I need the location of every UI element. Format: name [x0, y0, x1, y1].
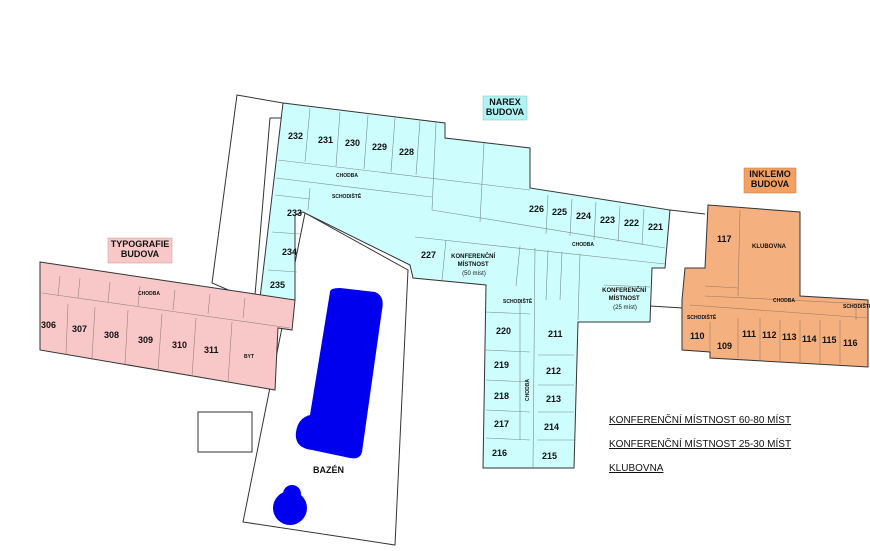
room-221: 221 — [648, 222, 663, 232]
inklemo-floor — [681, 204, 869, 368]
room-220: 220 — [496, 326, 511, 336]
pool-main — [295, 288, 383, 459]
klubovna-label: KLUBOVNA — [752, 244, 787, 250]
room-217: 217 — [494, 419, 509, 429]
room-230: 230 — [345, 138, 360, 148]
room-218: 218 — [494, 391, 509, 401]
corridor-label-inklemo: CHODBA — [773, 298, 795, 304]
room-112: 112 — [762, 330, 777, 340]
conference-room-50-line3: (50 míst) — [462, 271, 486, 277]
conference-room-25-line3: (25 míst) — [613, 305, 637, 311]
typografie-building — [39, 261, 296, 391]
room-224: 224 — [576, 211, 591, 221]
room-229: 229 — [372, 142, 387, 152]
conference-room-25: KONFERENČNÍ MÍSTNOST (25 míst) — [602, 286, 648, 311]
narex-building — [259, 102, 671, 469]
room-234: 234 — [282, 247, 297, 257]
room-235: 235 — [270, 280, 285, 290]
corridor-label-narex-top: CHODBA — [336, 173, 358, 179]
typografie-tag — [107, 237, 173, 264]
staircase-label-narex-low: SCHODIŠTĚ — [503, 297, 533, 305]
corridor-label-narex-mid: CHODBA — [572, 242, 594, 248]
room-214: 214 — [544, 422, 559, 432]
pool-small — [273, 491, 307, 525]
room-226: 226 — [529, 204, 544, 214]
legend-item-klubovna: KLUBOVNA — [609, 463, 664, 474]
inklemo-tag — [743, 167, 797, 194]
conference-room-25-line2: MÍSTNOST — [609, 294, 640, 302]
room-306: 306 — [41, 320, 56, 330]
room-225: 225 — [552, 207, 567, 217]
corridor-label-typografie: CHODBA — [138, 291, 160, 297]
room-111: 111 — [742, 329, 756, 339]
room-110: 110 — [690, 331, 705, 341]
room-222: 222 — [624, 218, 639, 228]
room-212: 212 — [546, 366, 561, 376]
room-215: 215 — [542, 451, 557, 461]
room-308: 308 — [104, 330, 119, 340]
pool — [273, 288, 383, 525]
conference-room-25-line1: KONFERENČNÍ — [602, 286, 646, 294]
room-211: 211 — [548, 329, 563, 339]
room-232: 232 — [288, 131, 303, 141]
typografie-floor — [39, 261, 296, 391]
pool-label: BAZÉN — [313, 465, 344, 475]
room-307: 307 — [72, 324, 87, 334]
room-227: 227 — [421, 250, 436, 260]
room-109: 109 — [717, 341, 732, 351]
typografie-rooms: CHODBA 306 307 308 309 310 311 BYT — [41, 291, 254, 360]
staircase-label-narex-top: SCHODIŠTĚ — [332, 192, 362, 200]
conference-room-50: KONFERENČNÍ MÍSTNOST (50 míst) — [451, 252, 497, 277]
narex-tag — [482, 95, 528, 121]
room-228: 228 — [399, 147, 414, 157]
legend-item-conference-25-30: KONFERENČNÍ MÍSTNOST 25-30 MÍST — [609, 437, 791, 450]
staircase-label-inklemo-right: SCHODIŠTĚ — [843, 302, 870, 310]
room-219: 219 — [494, 360, 509, 370]
room-216: 216 — [492, 448, 507, 458]
room-233: 233 — [287, 208, 302, 218]
room-223: 223 — [600, 215, 615, 225]
room-231: 231 — [318, 135, 333, 145]
inklemo-building — [681, 204, 869, 368]
room-115: 115 — [822, 335, 837, 345]
room-311: 311 — [204, 345, 219, 355]
inklemo-rooms: 117 KLUBOVNA CHODBA SCHODIŠTĚ SCHODIŠTĚ … — [687, 234, 870, 351]
room-309: 309 — [138, 335, 153, 345]
narex-floor — [259, 102, 671, 469]
corridor-label-vertical: CHODBA — [525, 379, 531, 401]
narex-rooms: 232 231 230 229 228 233 234 235 227 226 … — [270, 131, 663, 461]
room-213: 213 — [546, 394, 561, 404]
room-310: 310 — [172, 340, 187, 350]
legend: KONFERENČNÍ MÍSTNOST 60-80 MÍST KONFEREN… — [609, 413, 791, 474]
conference-room-50-line1: KONFERENČNÍ — [451, 252, 495, 260]
conference-room-50-line2: MÍSTNOST — [458, 260, 489, 268]
room-117: 117 — [717, 234, 732, 244]
staircase-label-inklemo-left: SCHODIŠTĚ — [687, 313, 717, 321]
room-116: 116 — [843, 338, 858, 348]
room-114: 114 — [802, 334, 817, 344]
byt-label: BYT — [244, 354, 254, 360]
room-113: 113 — [782, 332, 797, 342]
legend-item-conference-60-80: KONFERENČNÍ MÍSTNOST 60-80 MÍST — [609, 413, 791, 426]
